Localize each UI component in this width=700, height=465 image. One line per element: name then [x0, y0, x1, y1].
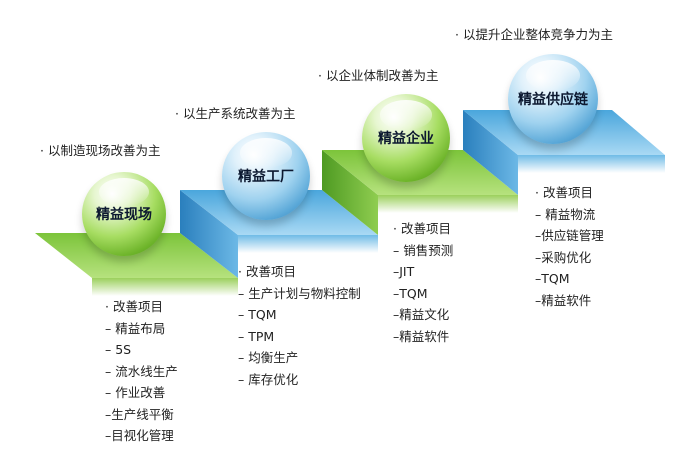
riser-2: [322, 150, 378, 235]
list-item: – 精益布局: [105, 320, 166, 336]
stage-1-list: · 改善项目 – 精益布局 – 5S – 流水线生产 – 作业改善 –生产线平衡…: [105, 296, 178, 447]
list-item: –JIT: [393, 264, 415, 279]
list-item: –精益软件: [535, 292, 592, 308]
stage-3-list-heading: · 改善项目: [393, 221, 451, 236]
stage-2-list: · 改善项目 – 生产计划与物料控制 – TQM – TPM – 均衡生产 – …: [238, 261, 361, 390]
list-item: –精益文化: [393, 307, 450, 322]
stage-4-sphere: 精益供应链: [508, 54, 598, 144]
list-item: –生产线平衡: [105, 406, 174, 422]
stage-3-title: 精益企业: [378, 131, 434, 147]
list-item: –目视化管理: [105, 428, 174, 443]
stage-1-list-heading: · 改善项目: [105, 299, 163, 314]
stage-2-sphere: 精益工厂: [222, 132, 310, 220]
list-item: – 销售预测: [393, 242, 454, 258]
step-1-platform: [35, 233, 238, 296]
list-item: – 5S: [105, 342, 132, 357]
stage-2-title: 精益工厂: [238, 169, 294, 185]
list-item: –TQM: [393, 285, 428, 301]
list-item: –供应链管理: [535, 228, 604, 243]
list-item: –TQM: [535, 271, 570, 286]
list-item: – 生产计划与物料控制: [238, 285, 361, 301]
riser-3: [463, 110, 518, 195]
stage-3-list: · 改善项目 – 销售预测 –JIT –TQM –精益文化 –精益软件: [393, 218, 453, 347]
list-item: – 流水线生产: [105, 363, 178, 379]
stage-4-list: · 改善项目 – 精益物流 –供应链管理 –采购优化 –TQM –精益软件: [535, 182, 604, 311]
stage-4-goal: · 以提升企业整体竞争力为主: [455, 27, 613, 42]
stage-2-goal: · 以生产系统改善为主: [175, 106, 296, 121]
list-item: – 精益物流: [535, 206, 596, 222]
stage-1-sphere: 精益现场: [82, 172, 166, 256]
list-item: – 库存优化: [238, 371, 299, 387]
stage-3-goal: · 以企业体制改善为主: [318, 68, 439, 83]
stage-4-title: 精益供应链: [518, 92, 588, 108]
stage-2-list-heading: · 改善项目: [238, 264, 296, 279]
riser-1: [180, 190, 238, 278]
stage-1-title: 精益现场: [96, 207, 152, 223]
stage-3-sphere: 精益企业: [362, 94, 450, 182]
list-item: – 作业改善: [105, 385, 166, 400]
stage-4-list-heading: · 改善项目: [535, 185, 593, 200]
list-item: –精益软件: [393, 328, 450, 344]
list-item: – 均衡生产: [238, 350, 299, 365]
list-item: –采购优化: [535, 249, 592, 265]
list-item: – TQM: [238, 307, 277, 322]
list-item: – TPM: [238, 328, 275, 344]
stage-1-goal: · 以制造现场改善为主: [40, 143, 161, 158]
